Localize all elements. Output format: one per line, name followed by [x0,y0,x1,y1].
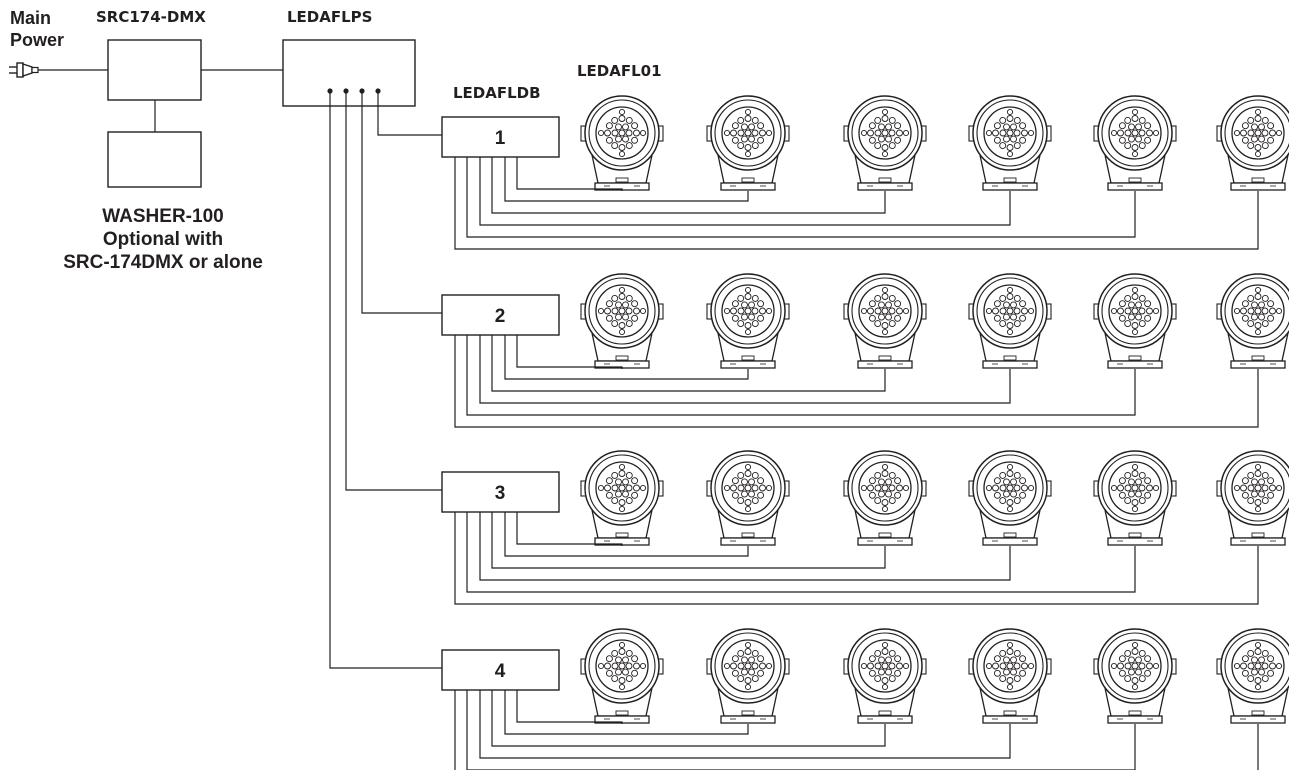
led-fixture [1216,450,1289,546]
main-power-label-line1: Main [10,8,51,28]
fixture-wire [504,335,749,380]
led-fixture [1216,273,1289,369]
fixture-wire [466,690,1136,770]
fixture-wire [504,690,749,735]
led-fixture [1093,273,1177,369]
fixture-wire [491,157,886,214]
led-fixture [580,273,664,369]
distribution-box [441,649,560,691]
led-fixture [843,628,927,724]
fixture-wire [479,690,1011,759]
distribution-row: 3 [441,450,1289,605]
distribution-row: 2 [441,273,1289,428]
fixture-wire [491,512,886,569]
distribution-row: 4 [441,628,1289,770]
led-fixture [968,95,1052,191]
led-fixture [580,95,664,191]
led-fixture [706,450,790,546]
fixture-wire [454,335,1259,428]
power-supply-box [282,39,416,107]
led-fixture [968,450,1052,546]
fixture-wire [504,157,749,202]
fixture-wire [466,157,1136,238]
led-fixture [580,628,664,724]
fixture-wire [479,512,1011,581]
washer-label-line3: SRC-174DMX or alone [63,252,263,273]
fixture-wire [516,690,623,724]
distribution-box [441,471,560,513]
led-fixture [843,450,927,546]
led-fixture [843,273,927,369]
distribution-row: 1 [441,95,1289,250]
washer-box [107,131,202,188]
fixture-wire [516,335,623,369]
distribution-box [441,294,560,336]
led-fixture [1216,95,1289,191]
led-fixture [706,95,790,191]
led-fixture [580,450,664,546]
fixture-wire [504,512,749,557]
controller-label: SRC174-DMX [96,8,206,26]
fixture-wire [454,157,1259,250]
washer-label-line1: WASHER-100 [102,206,223,227]
fixture-wire [466,512,1136,593]
distribution-box-number: 1 [495,128,506,149]
fixture-wire [479,335,1011,404]
fixture-wire [491,335,886,392]
led-fixture [706,628,790,724]
fixture-wire [479,157,1011,226]
main-power-label-line2: Power [10,30,64,50]
fixture-label: LEDAFL01 [577,62,662,80]
led-fixture [1093,450,1177,546]
led-fixture [843,95,927,191]
power-plug-icon [9,62,108,78]
distribution-box-number: 2 [495,306,506,327]
led-fixture [968,628,1052,724]
led-fixture [1216,628,1289,724]
distribution-box [441,116,560,158]
fixture-wire [516,512,623,546]
controller-box [107,39,202,101]
fixture-wire [454,512,1259,605]
led-fixture [1093,628,1177,724]
fixture-wire [516,157,623,191]
fixture-wire [466,335,1136,416]
led-fixture [968,273,1052,369]
fixture-wire [491,690,886,747]
led-fixture [706,273,790,369]
led-fixture [1093,95,1177,191]
power-supply-label: LEDAFLPS [287,8,372,26]
power-supply-outputs [327,88,442,669]
washer-label-line2: Optional with [103,229,223,250]
distribution-box-number: 4 [495,661,506,682]
distribution-box-label: LEDAFLDB [453,84,541,102]
distribution-box-number: 3 [495,483,506,504]
